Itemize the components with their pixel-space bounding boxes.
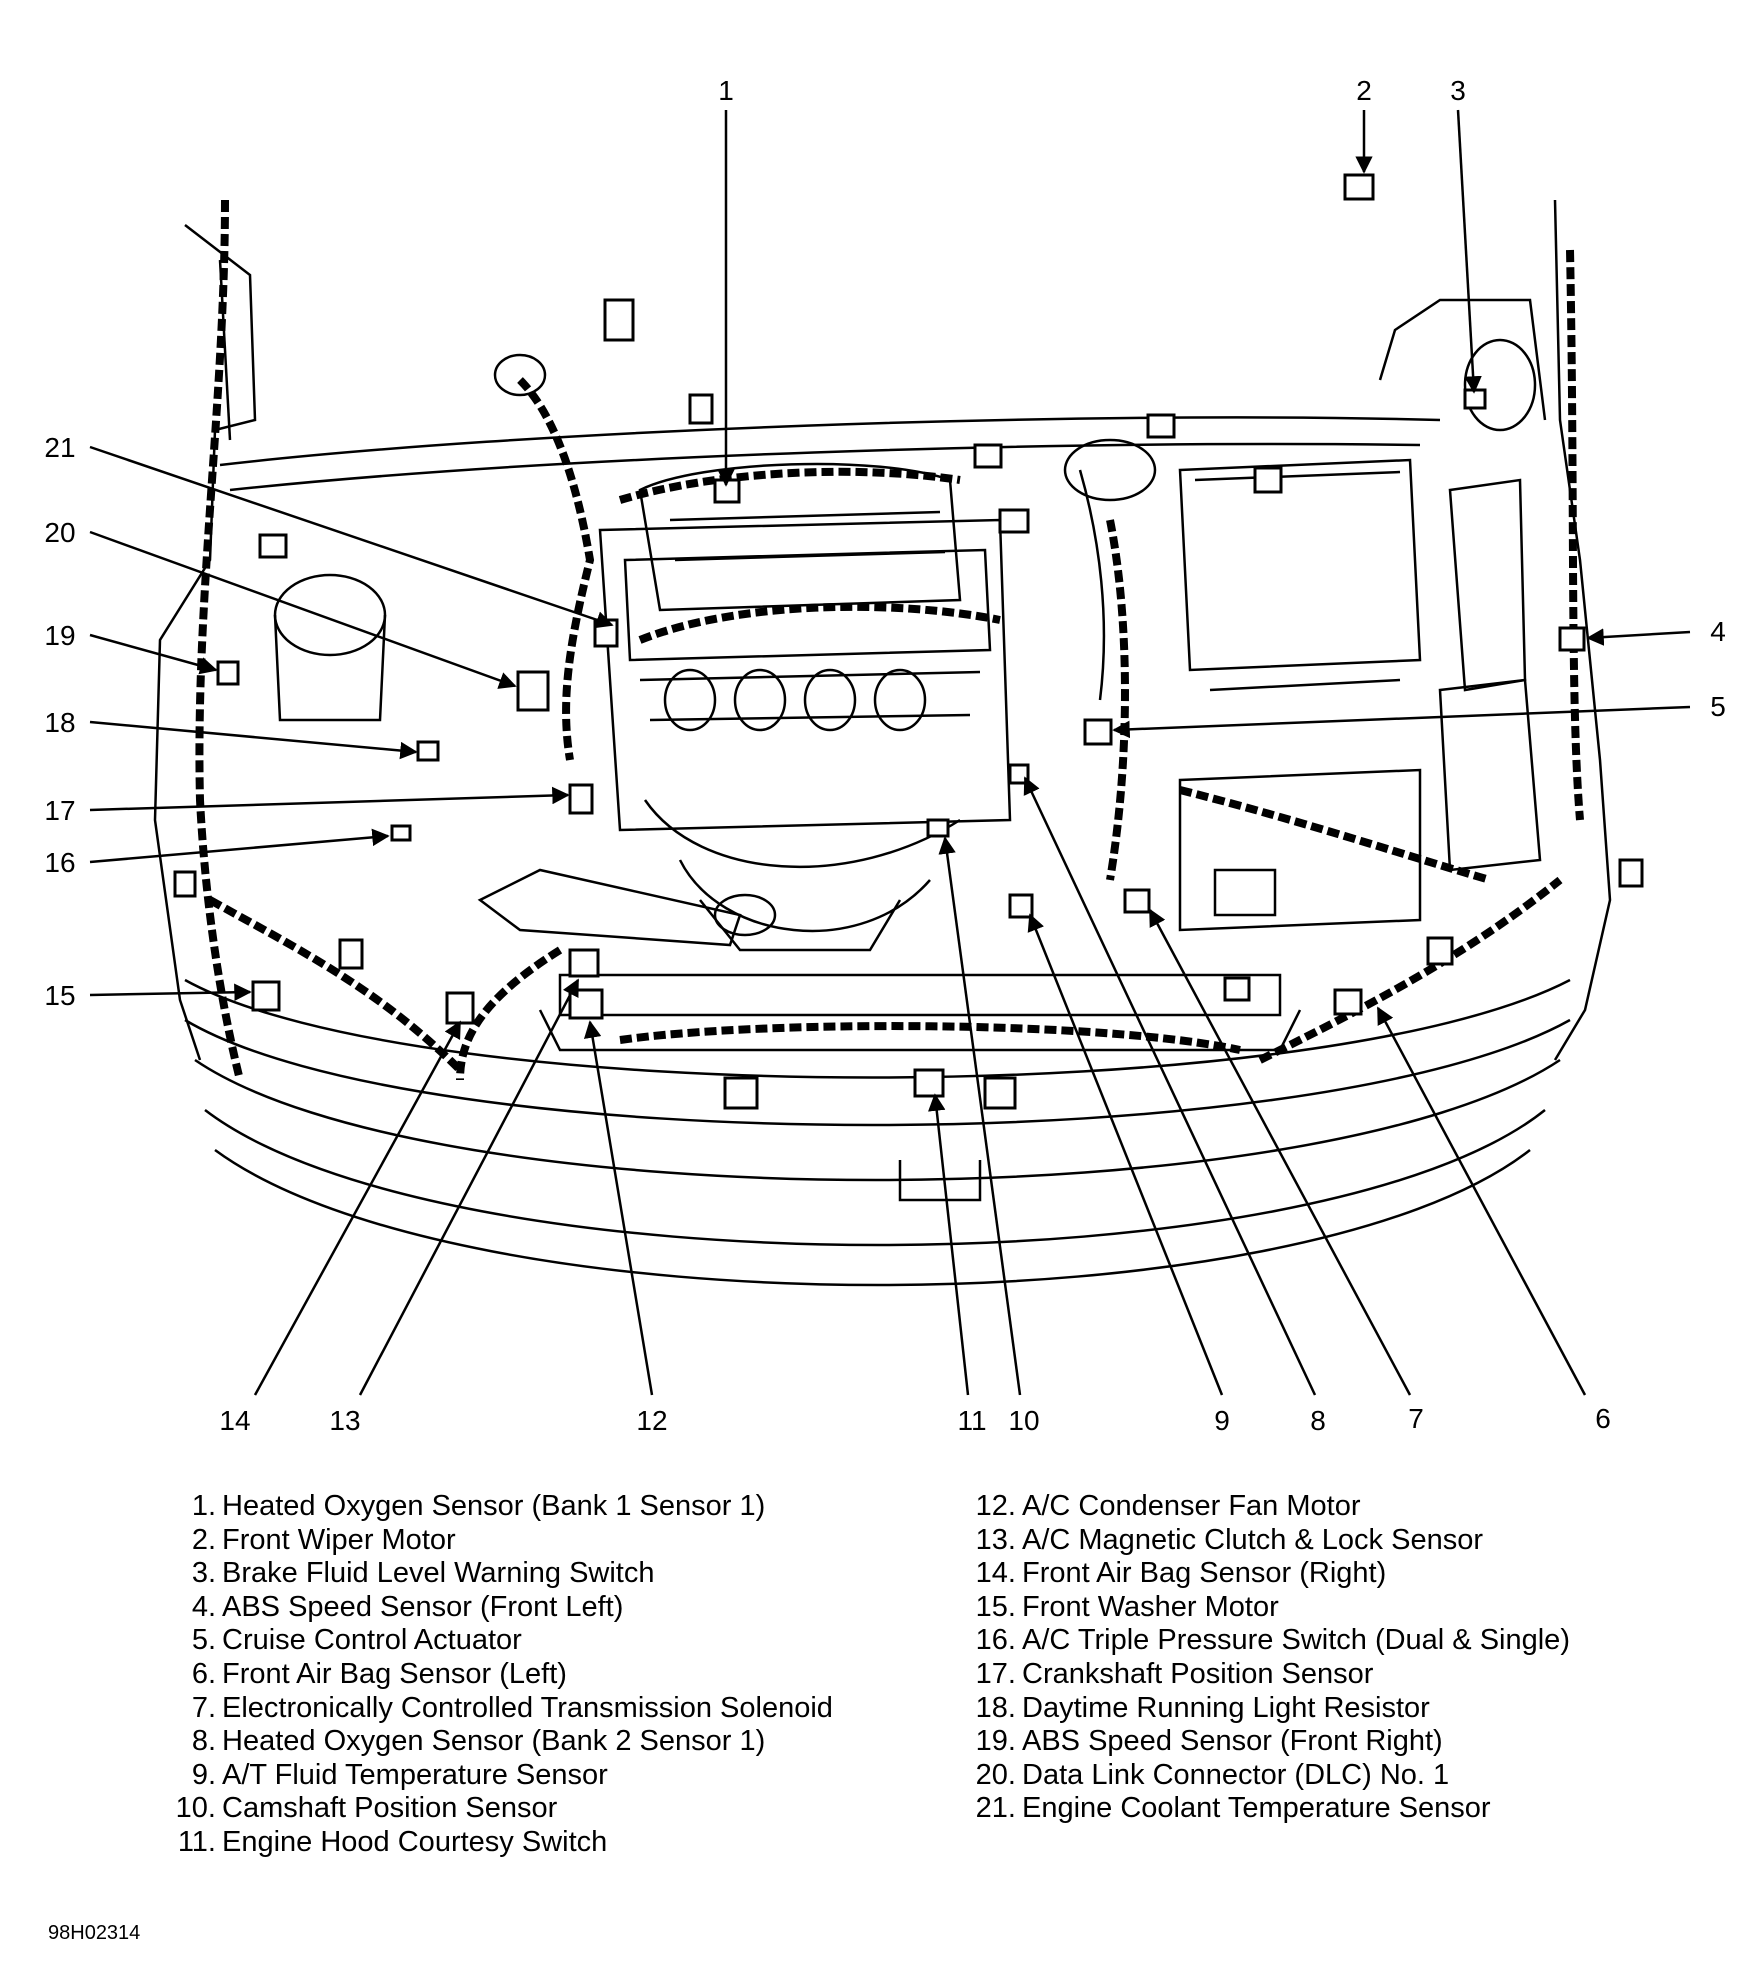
- callout-1: 1: [718, 75, 734, 106]
- legend-number: 13.: [975, 1523, 1016, 1556]
- legend-number: 21.: [975, 1792, 1016, 1825]
- engine-block: [477, 462, 1012, 952]
- legend-item: 21.Engine Coolant Temperature Sensor: [960, 1792, 1740, 1826]
- reservoirs: [273, 338, 1537, 722]
- legend-item: 4.ABS Speed Sensor (Front Left): [160, 1591, 960, 1625]
- legend-label: Camshaft Position Sensor: [222, 1792, 558, 1825]
- legend-number: 5.: [191, 1624, 216, 1657]
- legend-item: 19.ABS Speed Sensor (Front Right): [960, 1725, 1740, 1759]
- callout-8: 8: [1310, 1405, 1326, 1436]
- legend-label: Data Link Connector (DLC) No. 1: [1022, 1758, 1450, 1791]
- connectors: [173, 173, 1644, 1110]
- legend-number: 2.: [191, 1523, 216, 1556]
- callout-6: 6: [1595, 1403, 1611, 1434]
- callout-11: 11: [957, 1405, 986, 1436]
- legend-number: 9.: [191, 1758, 216, 1791]
- callout-15: 15: [44, 980, 75, 1011]
- callout-3: 3: [1450, 75, 1466, 106]
- legend-right-column: 12.A/C Condenser Fan Motor 13.A/C Magnet…: [960, 1490, 1740, 1826]
- legend-label: Front Wiper Motor: [222, 1523, 456, 1556]
- legend-label: Heated Oxygen Sensor (Bank 1 Sensor 1): [222, 1490, 766, 1522]
- callout-20: 20: [44, 517, 75, 548]
- legend-item: 2.Front Wiper Motor: [160, 1524, 960, 1558]
- legend-label: Front Washer Motor: [1022, 1590, 1279, 1623]
- legend-item: 6.Front Air Bag Sensor (Left): [160, 1658, 960, 1692]
- legend-number: 18.: [975, 1691, 1016, 1724]
- legend-item: 20.Data Link Connector (DLC) No. 1: [960, 1759, 1740, 1793]
- legend-item: 13.A/C Magnetic Clutch & Lock Sensor: [960, 1524, 1740, 1558]
- callout-numbers: 1 2 3 4 5 6 7 8 9 10 11 12 13 14 15 16 1…: [44, 75, 1725, 1436]
- callout-16: 16: [44, 847, 75, 878]
- legend-label: Crankshaft Position Sensor: [1022, 1657, 1374, 1690]
- legend-number: 20.: [975, 1758, 1016, 1791]
- legend-number: 16.: [975, 1624, 1016, 1657]
- legend-number: 17.: [975, 1657, 1016, 1690]
- legend-left-column: 1.Heated Oxygen Sensor (Bank 1 Sensor 1)…: [160, 1490, 960, 1860]
- callout-21: 21: [44, 432, 75, 463]
- callout-18: 18: [44, 707, 75, 738]
- legend-label: ABS Speed Sensor (Front Right): [1022, 1725, 1443, 1758]
- legend-item: 10.Camshaft Position Sensor: [160, 1792, 960, 1826]
- legend-number: 6.: [191, 1657, 216, 1690]
- legend-item: 17.Crankshaft Position Sensor: [960, 1658, 1740, 1692]
- battery-and-air-cleaner: [1063, 438, 1542, 932]
- legend-number: 15.: [975, 1590, 1016, 1623]
- legend-item: 14.Front Air Bag Sensor (Right): [960, 1557, 1740, 1591]
- callout-14: 14: [219, 1405, 250, 1436]
- legend-number: 1.: [191, 1490, 216, 1522]
- legend-label: A/C Triple Pressure Switch (Dual & Singl…: [1022, 1624, 1570, 1657]
- legend-item: 7.Electronically Controlled Transmission…: [160, 1692, 960, 1726]
- legend-number: 7.: [191, 1691, 216, 1724]
- engine-compartment-diagram: 1 2 3 4 5 6 7 8 9 10 11 12 13 14 15 16 1…: [44, 75, 1725, 1436]
- legend-item: 15.Front Washer Motor: [960, 1591, 1740, 1625]
- legend-label: Engine Coolant Temperature Sensor: [1022, 1792, 1491, 1825]
- legend-label: A/C Magnetic Clutch & Lock Sensor: [1022, 1523, 1483, 1556]
- legend-label: A/C Condenser Fan Motor: [1022, 1490, 1361, 1522]
- legend-label: Front Air Bag Sensor (Right): [1022, 1557, 1387, 1590]
- legend-number: 12.: [975, 1490, 1016, 1522]
- legend-number: 8.: [191, 1725, 216, 1758]
- wire-harness: [195, 199, 1584, 1081]
- legend-label: Electronically Controlled Transmission S…: [222, 1691, 833, 1724]
- legend-item: 9.A/T Fluid Temperature Sensor: [160, 1759, 960, 1793]
- callout-12: 12: [636, 1405, 667, 1436]
- legend-label: A/T Fluid Temperature Sensor: [222, 1758, 608, 1791]
- callout-19: 19: [44, 620, 75, 651]
- leader-lines: [89, 109, 1691, 1396]
- callout-10: 10: [1008, 1405, 1039, 1436]
- legend-number: 14.: [975, 1557, 1016, 1590]
- legend-label: Cruise Control Actuator: [222, 1624, 522, 1657]
- vehicle-body-outline: [153, 199, 1612, 1287]
- callout-9: 9: [1214, 1405, 1230, 1436]
- legend-label: Daytime Running Light Resistor: [1022, 1691, 1430, 1724]
- legend-item: 3.Brake Fluid Level Warning Switch: [160, 1557, 960, 1591]
- legend-label: Front Air Bag Sensor (Left): [222, 1657, 567, 1690]
- legend-number: 3.: [191, 1557, 216, 1590]
- legend-label: Engine Hood Courtesy Switch: [222, 1825, 608, 1858]
- legend-label: Heated Oxygen Sensor (Bank 2 Sensor 1): [222, 1725, 766, 1758]
- callout-2: 2: [1356, 75, 1372, 106]
- legend-item: 8.Heated Oxygen Sensor (Bank 2 Sensor 1): [160, 1725, 960, 1759]
- callout-4: 4: [1710, 616, 1726, 647]
- legend-item: 12.A/C Condenser Fan Motor: [960, 1490, 1740, 1524]
- callout-17: 17: [44, 795, 75, 826]
- legend-item: 5.Cruise Control Actuator: [160, 1624, 960, 1658]
- legend-label: ABS Speed Sensor (Front Left): [222, 1590, 624, 1623]
- legend-item: 18.Daytime Running Light Resistor: [960, 1692, 1740, 1726]
- legend-number: 4.: [191, 1590, 216, 1623]
- callout-7: 7: [1408, 1403, 1424, 1434]
- legend-item: 16.A/C Triple Pressure Switch (Dual & Si…: [960, 1624, 1740, 1658]
- callout-13: 13: [329, 1405, 360, 1436]
- legend-item: 11.Engine Hood Courtesy Switch: [160, 1826, 960, 1860]
- legend-label: Brake Fluid Level Warning Switch: [222, 1557, 655, 1590]
- legend-item: 1.Heated Oxygen Sensor (Bank 1 Sensor 1): [160, 1490, 960, 1524]
- legend-number: 19.: [975, 1725, 1016, 1758]
- legend-number: 11.: [177, 1825, 216, 1858]
- figure-code: 98H02314: [48, 1922, 141, 1944]
- callout-5: 5: [1710, 691, 1726, 722]
- legend-number: 10.: [175, 1792, 216, 1825]
